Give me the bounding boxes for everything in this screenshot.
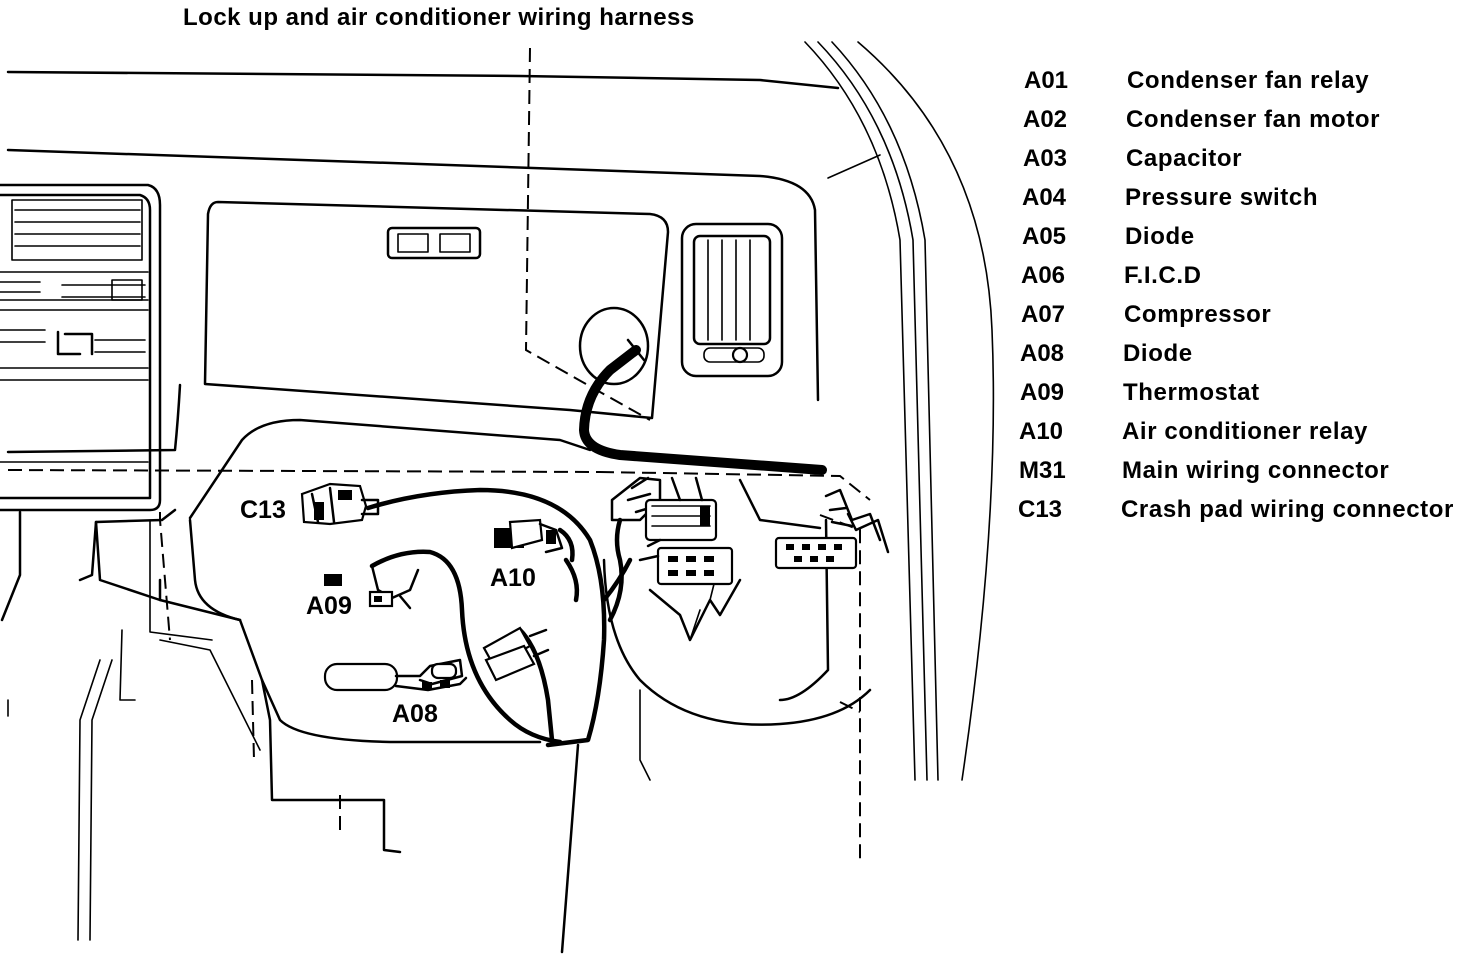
- legend-row: A09 Thermostat: [1020, 379, 1260, 406]
- grommet-hole: [578, 306, 650, 386]
- legend-label: Condenser fan motor: [1126, 106, 1380, 133]
- center-vent-cluster: [0, 183, 162, 512]
- connector-cluster-right: [774, 488, 890, 570]
- legend-code: A04: [1022, 184, 1067, 211]
- legend-code: A02: [1023, 106, 1067, 133]
- legend-code: A05: [1022, 223, 1066, 250]
- legend-row: A04 Pressure switch: [1022, 184, 1318, 211]
- legend-label: Compressor: [1124, 301, 1271, 328]
- upper-panel: [203, 200, 670, 420]
- callout-a08: A08: [392, 700, 438, 728]
- legend-label: Air conditioner relay: [1122, 418, 1368, 445]
- callout-a10: A10: [490, 564, 536, 592]
- legend-row: A02 Condenser fan motor: [1023, 106, 1380, 133]
- legend-code: A08: [1020, 340, 1064, 367]
- ac-wiring-loom: [365, 487, 633, 748]
- legend-code: A03: [1023, 145, 1067, 172]
- legend-code: A01: [1024, 67, 1068, 94]
- heater-unit: [602, 478, 872, 781]
- c13-connector: [300, 482, 380, 526]
- lockup-harness: [579, 338, 827, 475]
- legend-label: Thermostat: [1123, 379, 1260, 406]
- a10-relay: [494, 518, 564, 554]
- legend-row: C13 Crash pad wiring connector: [1018, 496, 1454, 523]
- hidden-body-lines: [7, 469, 871, 860]
- legend-label: Main wiring connector: [1122, 457, 1389, 484]
- legend-label: Capacitor: [1126, 145, 1242, 172]
- legend-row: M31 Main wiring connector: [1019, 457, 1389, 484]
- callout-c13: C13: [240, 496, 286, 524]
- legend-row: A03 Capacitor: [1023, 145, 1242, 172]
- legend-label: Pressure switch: [1125, 184, 1318, 211]
- callout-a09: A09: [306, 592, 352, 620]
- dashboard-top-edge: [6, 70, 881, 402]
- legend-label: F.I.C.D: [1124, 262, 1202, 289]
- diagram-title: Lock up and air conditioner wiring harne…: [183, 4, 695, 31]
- legend-label: Condenser fan relay: [1127, 67, 1369, 94]
- windshield-pillar: [804, 41, 995, 781]
- loom-inline-connector: [482, 626, 550, 682]
- legend-code: C13: [1018, 496, 1062, 523]
- lower-dash-structure: [0, 383, 592, 941]
- loom-leader-line: [560, 743, 580, 954]
- panel-switch: [386, 226, 482, 260]
- legend-code: A09: [1020, 379, 1064, 406]
- legend-row: A06 F.I.C.D: [1021, 262, 1202, 289]
- legend-code: A06: [1021, 262, 1065, 289]
- legend-row: A05 Diode: [1022, 223, 1195, 250]
- legend-label: Diode: [1125, 223, 1195, 250]
- legend-code: A10: [1019, 418, 1063, 445]
- legend-row: A01 Condenser fan relay: [1024, 67, 1369, 94]
- legend-code: M31: [1019, 457, 1066, 484]
- legend-row: A07 Compressor: [1021, 301, 1271, 328]
- legend-label: Crash pad wiring connector: [1121, 496, 1454, 523]
- legend-code: A07: [1021, 301, 1065, 328]
- title-leader-line: [524, 47, 651, 421]
- side-air-vent: [680, 222, 784, 378]
- a09-thermostat: [324, 564, 420, 610]
- legend-row: A08 Diode: [1020, 340, 1193, 367]
- a08-diode: [323, 658, 468, 692]
- legend-row: A10 Air conditioner relay: [1019, 418, 1368, 445]
- connector-cluster-center: [607, 476, 734, 623]
- legend-label: Diode: [1123, 340, 1193, 367]
